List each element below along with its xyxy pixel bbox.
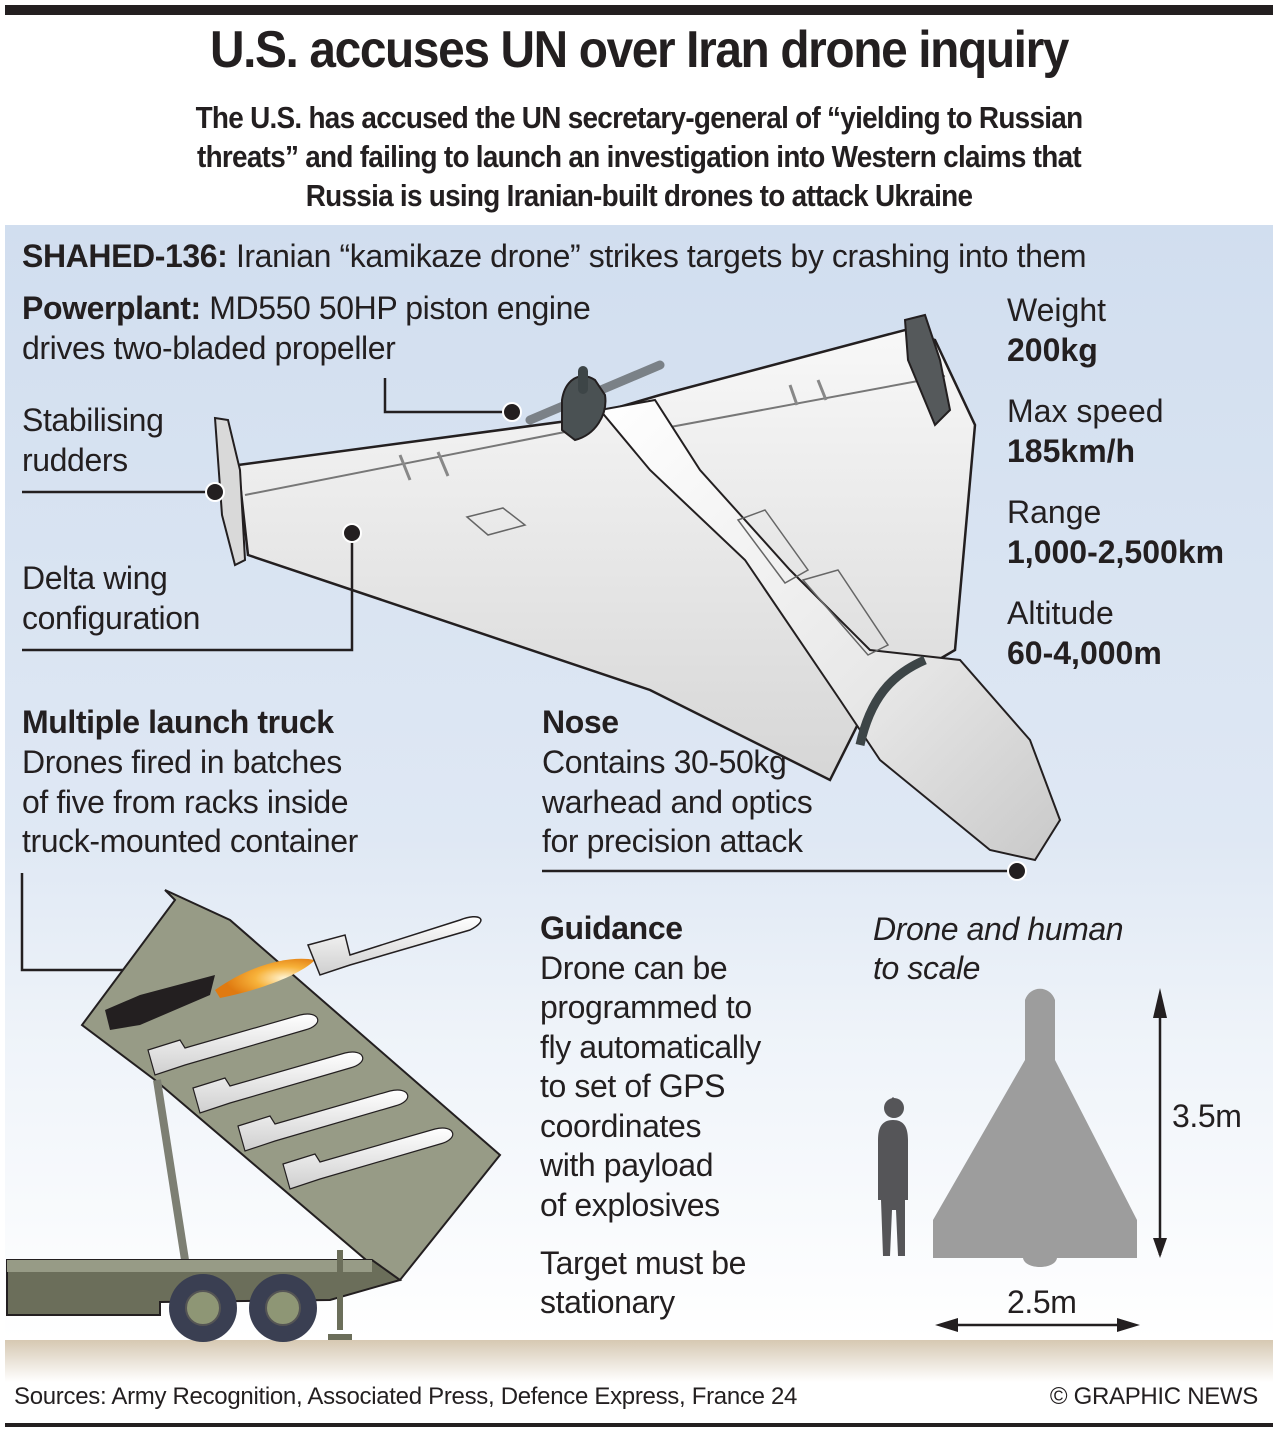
truck-heading: Multiple launch truck bbox=[22, 704, 334, 740]
height-arrow-head-top bbox=[1153, 988, 1167, 1018]
bottom-rule bbox=[5, 1423, 1273, 1427]
powerplant-heading: Powerplant: bbox=[22, 290, 201, 326]
width-arrow-head-right bbox=[1117, 1318, 1140, 1332]
drone-nose-band bbox=[855, 655, 927, 746]
spec-value-speed: 185km/h bbox=[1007, 433, 1136, 469]
drone-hinge-line bbox=[244, 375, 946, 496]
human-head bbox=[884, 1098, 904, 1118]
nose-line: warhead and optics bbox=[542, 784, 813, 820]
guidance-line: of explosives bbox=[540, 1187, 720, 1223]
truck-line: of five from racks inside bbox=[22, 784, 349, 820]
powerplant-callout: Powerplant: MD550 50HP piston engine bbox=[22, 288, 591, 328]
truck-hub bbox=[265, 1290, 301, 1326]
drone-wing bbox=[236, 328, 977, 782]
drone-pins bbox=[398, 379, 828, 481]
racked-drone bbox=[192, 1051, 364, 1114]
headline: U.S. accuses UN over Iran drone inquiry bbox=[209, 21, 1069, 79]
truck-jack bbox=[328, 1250, 352, 1340]
human-silhouette bbox=[878, 1097, 908, 1256]
nose-line: Contains 30-50kg bbox=[542, 744, 787, 780]
callout-leaders bbox=[20, 378, 1017, 972]
truck-hub bbox=[185, 1290, 221, 1326]
truck-line: Drones fired in batches bbox=[22, 744, 342, 780]
launch-flame bbox=[215, 958, 315, 998]
racked-drone bbox=[237, 1089, 409, 1152]
truck-bed-top bbox=[7, 1260, 372, 1272]
standfirst-line: The U.S. has accused the UN secretary-ge… bbox=[195, 100, 1084, 135]
ground-strip bbox=[5, 1340, 1273, 1382]
scale-wingspan-label: 2.5m bbox=[1007, 1284, 1077, 1320]
height-arrow-head-bottom bbox=[1153, 1238, 1167, 1258]
launching-drone-exhaust bbox=[105, 975, 215, 1030]
nose-heading: Nose bbox=[542, 704, 619, 740]
drone-spinner bbox=[578, 366, 588, 394]
spec-value-altitude: 60-4,000m bbox=[1007, 635, 1162, 671]
powerplant-line: drives two-bladed propeller bbox=[22, 330, 396, 366]
drone-fuselage bbox=[598, 398, 1062, 862]
width-arrow-head-left bbox=[935, 1318, 958, 1332]
spec-value-weight: 200kg bbox=[1007, 332, 1098, 368]
nose-dot bbox=[1007, 861, 1027, 881]
launch-truck-illustration bbox=[6, 889, 502, 1342]
truck-leader bbox=[20, 873, 137, 972]
powerplant-leader bbox=[383, 378, 510, 414]
guidance-note: stationary bbox=[540, 1284, 675, 1320]
rudders-label: rudders bbox=[22, 442, 128, 478]
guidance-note: Target must be bbox=[540, 1245, 747, 1281]
drone-rudder-right bbox=[903, 313, 952, 427]
drone-hatch bbox=[465, 507, 527, 536]
drone-description: Iranian “kamikaze drone” strikes targets… bbox=[235, 238, 1087, 274]
guidance-line: programmed to bbox=[540, 989, 752, 1025]
shahed-drone-illustration bbox=[213, 313, 1062, 862]
drone-rudder-left bbox=[213, 416, 247, 567]
copyright-credit: © GRAPHIC NEWS bbox=[1049, 1383, 1258, 1410]
delta-wing-label: configuration bbox=[22, 600, 201, 636]
powerplant-dot bbox=[502, 402, 522, 422]
powerplant-line: MD550 50HP piston engine bbox=[209, 290, 591, 326]
guidance-line: Drone can be bbox=[540, 950, 728, 986]
delta-wing-label: Delta wing bbox=[22, 560, 168, 596]
truck-line: truck-mounted container bbox=[22, 823, 358, 859]
standfirst-line: threats” and failing to launch an invest… bbox=[197, 139, 1082, 174]
guidance-line: with payload bbox=[540, 1147, 714, 1183]
spec-label-speed: Max speed bbox=[1007, 393, 1164, 429]
delta-wing-leader bbox=[22, 533, 354, 652]
intro-line: SHAHED-136: Iranian “kamikaze drone” str… bbox=[22, 236, 1087, 276]
nose-line: for precision attack bbox=[542, 823, 803, 859]
drone-panel bbox=[801, 569, 890, 656]
standfirst: The U.S. has accused the UN secretary-ge… bbox=[82, 98, 1196, 215]
rudders-label: Stabilising bbox=[22, 402, 164, 438]
drone-name: SHAHED-136: bbox=[22, 238, 228, 274]
guidance-line: to set of GPS bbox=[540, 1068, 726, 1104]
drone-engine bbox=[561, 375, 607, 442]
drone-panel bbox=[736, 509, 810, 584]
standfirst-line: Russia is using Iranian-built drones to … bbox=[305, 178, 973, 213]
delta-wing-dot bbox=[342, 523, 362, 543]
scale-length-label: 3.5m bbox=[1172, 1098, 1242, 1134]
drone-silhouette bbox=[933, 988, 1137, 1267]
top-rule bbox=[5, 5, 1273, 15]
launched-drone bbox=[306, 916, 482, 976]
spec-label-weight: Weight bbox=[1007, 292, 1107, 328]
scale-caption: to scale bbox=[873, 950, 981, 986]
scale-comparison bbox=[878, 988, 1167, 1332]
scale-caption: Drone and human bbox=[873, 911, 1124, 947]
spec-value-range: 1,000-2,500km bbox=[1007, 534, 1225, 570]
racked-drone bbox=[282, 1127, 454, 1190]
sources-credit: Sources: Army Recognition, Associated Pr… bbox=[14, 1383, 798, 1410]
racked-drone bbox=[147, 1013, 319, 1076]
rudders-dot bbox=[205, 482, 225, 502]
spec-label-altitude: Altitude bbox=[1007, 595, 1114, 631]
guidance-line: fly automatically bbox=[540, 1029, 761, 1065]
guidance-heading: Guidance bbox=[540, 910, 683, 946]
spec-label-range: Range bbox=[1007, 494, 1102, 530]
guidance-line: coordinates bbox=[540, 1108, 702, 1144]
launcher-strut bbox=[153, 1079, 189, 1261]
